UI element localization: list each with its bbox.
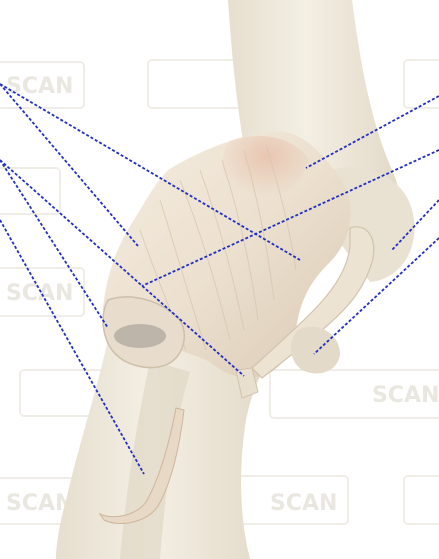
- svg-text:SCAN: SCAN: [270, 491, 337, 516]
- svg-text:SCAN: SCAN: [372, 383, 439, 408]
- svg-text:SCAN: SCAN: [6, 281, 73, 306]
- watermark-logo: SCAN: [0, 62, 84, 108]
- watermark-logo: [404, 60, 439, 108]
- coronoid-process: [291, 327, 340, 374]
- watermark-logo: SCAN: [270, 370, 439, 418]
- svg-text:SCAN: SCAN: [6, 74, 73, 99]
- watermark-logo: SCAN: [0, 268, 84, 316]
- radial-head-shadow: [114, 324, 166, 348]
- watermark-logo: [404, 476, 439, 524]
